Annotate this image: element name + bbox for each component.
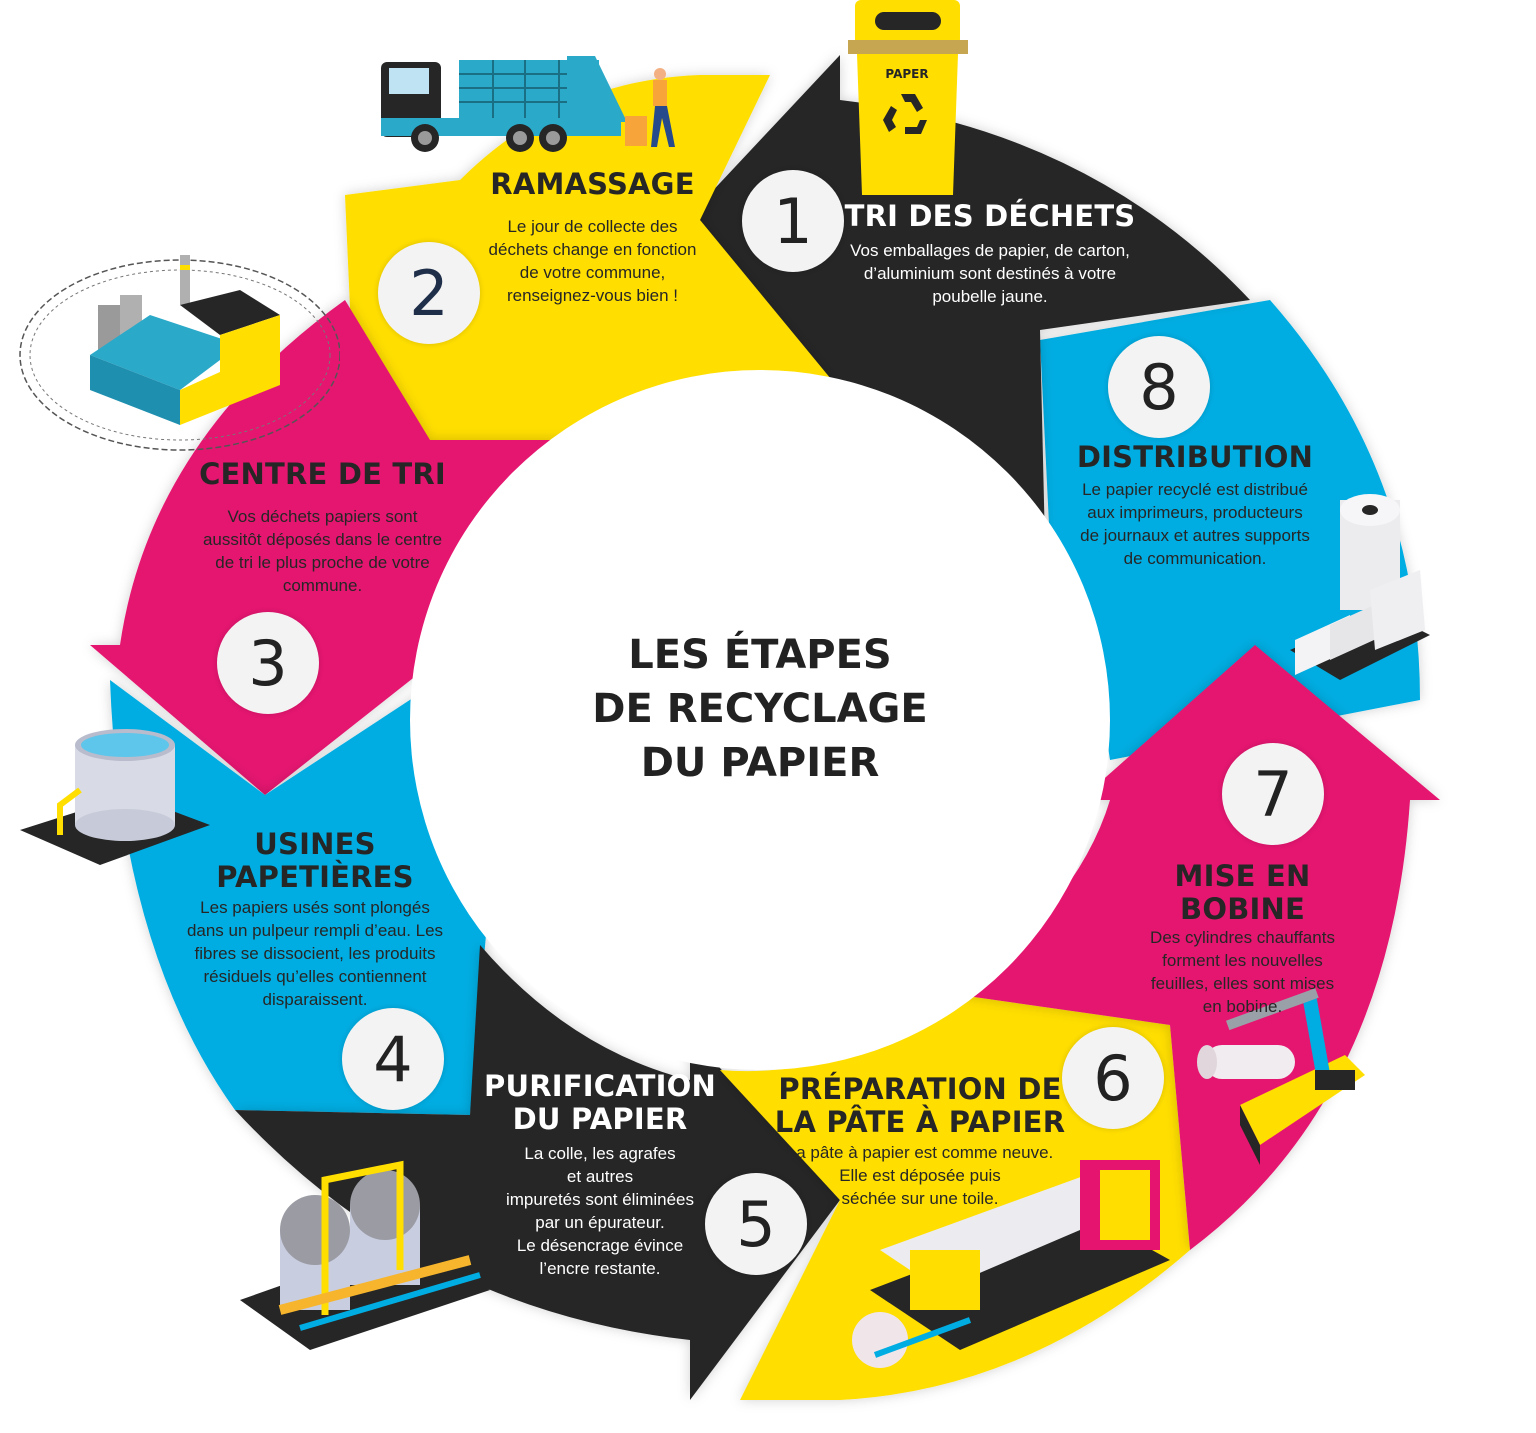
main-title: LES ÉTAPES DE RECYCLAGE DU PAPIER <box>520 628 1000 790</box>
robot-arm-paper-roll-illustration <box>1185 985 1370 1165</box>
step-2-desc-line: de votre commune, <box>519 263 666 282</box>
step-number-3: 3 <box>217 612 319 714</box>
step-number-2: 2 <box>378 242 480 344</box>
step-7-text: MISE EN BOBINE Des cylindres chauffants … <box>1110 860 1375 1018</box>
step-8-title: DISTRIBUTION <box>1076 440 1314 474</box>
step-2-desc-line: déchets change en fonction <box>488 240 697 259</box>
arrow-segment-4 <box>110 680 490 1115</box>
step-1-desc-line: d’aluminium sont destinés à votre <box>863 264 1117 283</box>
step-3-text: CENTRE DE TRI Vos déchets papiers sont a… <box>185 458 460 597</box>
step-6-title-line: LA PÂTE À PAPIER <box>774 1105 1066 1139</box>
step-1-desc-line: Vos emballages de papier, de carton, <box>850 241 1130 260</box>
step-4-desc-line: disparaissent. <box>262 990 368 1009</box>
step-5-title-line: PURIFICATION <box>484 1069 716 1103</box>
step-4-desc-line: résiduels qu’elles contiennent <box>203 967 427 986</box>
step-6-desc-line: séchée sur une toile. <box>841 1189 999 1208</box>
step-7-title: MISE EN BOBINE <box>1174 859 1311 926</box>
step-5-desc-line: l’encre restante. <box>539 1259 661 1278</box>
step-2-text: RAMASSAGE Le jour de collecte des déchet… <box>465 168 720 307</box>
step-8-desc-line: de journaux et autres supports <box>1080 526 1310 545</box>
step-1-title: TRI DES DÉCHETS <box>844 199 1136 233</box>
arrow-segment-1 <box>690 55 1250 545</box>
step-number-6: 6 <box>1062 1027 1164 1129</box>
main-title-line: LES ÉTAPES <box>628 632 892 678</box>
garbage-truck-illustration <box>375 52 695 157</box>
step-7-desc-line: feuilles, elles sont mises <box>1150 974 1335 993</box>
yellow-paper-recycling-bin-illustration: PAPER <box>845 0 970 195</box>
step-5-desc-line: par un épurateur. <box>535 1213 665 1232</box>
step-7-desc-line: forment les nouvelles <box>1162 951 1323 970</box>
step-7-desc-line: en bobine. <box>1202 997 1283 1016</box>
step-3-desc-line: de tri le plus proche de votre <box>215 553 430 572</box>
arrow-segment-2 <box>345 75 840 440</box>
step-5-desc-line: impuretés sont éliminées <box>505 1190 695 1209</box>
paper-machine-illustration <box>850 1140 1180 1380</box>
step-1-desc-line: poubelle jaune. <box>932 287 1048 306</box>
step-number-4: 4 <box>342 1008 444 1110</box>
step-6-desc-line: La pâte à papier est comme neuve. <box>786 1143 1054 1162</box>
step-number-5: 5 <box>705 1173 807 1275</box>
step-6-desc-line: Elle est déposée puis <box>839 1166 1001 1185</box>
step-8-desc-line: de communication. <box>1123 549 1267 568</box>
step-5-desc-line: La colle, les agrafes <box>524 1144 676 1163</box>
step-3-desc-line: Vos déchets papiers sont <box>227 507 418 526</box>
svg-text:PAPER: PAPER <box>885 67 928 81</box>
step-4-desc-line: fibres se dissocient, les produits <box>194 944 436 963</box>
step-3-desc-line: commune. <box>282 576 363 595</box>
step-number-7: 7 <box>1222 743 1324 845</box>
step-number-1: 1 <box>742 170 844 272</box>
paper-roll-pallet-illustration <box>1290 490 1440 690</box>
recycling-factory-illustration <box>10 245 341 465</box>
step-7-desc-line: Des cylindres chauffants <box>1150 928 1335 947</box>
main-title-line: DE RECYCLAGE <box>592 686 928 732</box>
step-6-title-line: PRÉPARATION DE <box>778 1072 1062 1106</box>
step-3-title: CENTRE DE TRI <box>199 457 446 491</box>
step-5-text: PURIFICATION DU PAPIER La colle, les agr… <box>480 1070 720 1280</box>
step-6-text: PRÉPARATION DE LA PÂTE À PAPIER La pâte … <box>770 1073 1070 1210</box>
step-4-desc-line: dans un pulpeur rempli d’eau. Les <box>186 921 444 940</box>
step-5-desc-line: Le désencrage évince <box>516 1236 684 1255</box>
step-4-desc-line: Les papiers usés sont plongés <box>200 898 430 917</box>
pulper-water-tank-illustration <box>20 720 210 870</box>
step-8-text: DISTRIBUTION Le papier recyclé est distr… <box>1065 441 1325 570</box>
step-4-title-line: PAPETIÈRES <box>216 860 414 894</box>
step-4-text: USINES PAPETIÈRES Les papiers usés sont … <box>170 828 460 1011</box>
center-hole <box>410 370 1110 1070</box>
step-1-text: TRI DES DÉCHETS Vos emballages de papier… <box>835 200 1145 308</box>
step-5-desc-line: et autres <box>566 1167 634 1186</box>
step-4-title-line: USINES <box>254 827 376 861</box>
step-8-desc-line: aux imprimeurs, producteurs <box>1087 503 1303 522</box>
step-2-desc-line: renseignez-vous bien ! <box>506 286 679 305</box>
step-8-desc-line: Le papier recyclé est distribué <box>1082 480 1308 499</box>
arrow-segment-5 <box>235 945 840 1400</box>
purifier-tanks-illustration <box>240 1150 490 1350</box>
step-5-title-line: DU PAPIER <box>512 1102 688 1136</box>
main-title-line: DU PAPIER <box>640 740 880 786</box>
step-2-desc-line: Le jour de collecte des <box>507 217 678 236</box>
step-3-desc-line: aussitôt déposés dans le centre <box>202 530 443 549</box>
step-2-title: RAMASSAGE <box>490 167 695 201</box>
step-number-8: 8 <box>1108 336 1210 438</box>
